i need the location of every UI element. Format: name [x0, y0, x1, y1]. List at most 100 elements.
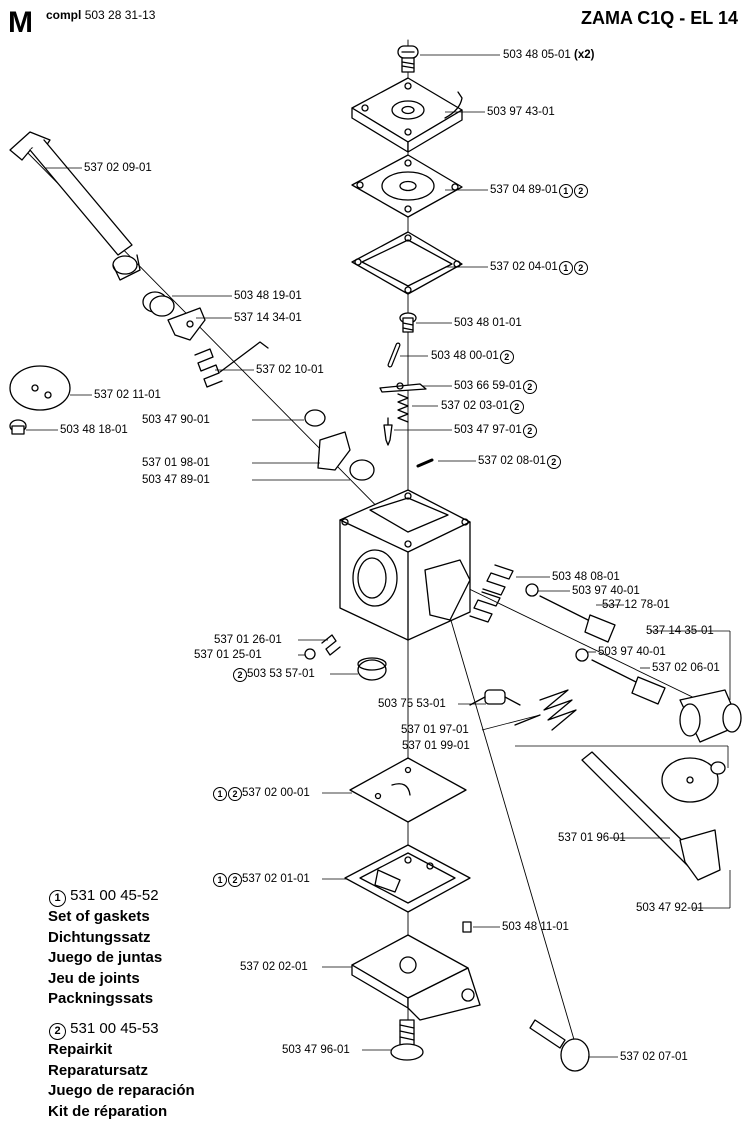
part-number: 503 97 40-01 [572, 585, 640, 597]
part-label-503-48-01-01: 503 48 01-01 [454, 317, 522, 330]
part-number: 537 02 00-01 [242, 787, 310, 799]
part-label-503-48-19-01: 503 48 19-01 [234, 290, 302, 303]
part-label-537-01-96-01: 537 01 96-01 [558, 832, 626, 845]
kit-2-name-de: Reparatursatz [48, 1061, 195, 1082]
part-number: 503 48 08-01 [552, 571, 620, 583]
part-label-537-12-78-01: 537 12 78-01 [602, 599, 670, 612]
part-quantity: (x2) [574, 49, 594, 61]
kit-marker: 1 [559, 184, 573, 198]
kit-marker: 2 [510, 400, 524, 414]
part-label-503-48-08-01: 503 48 08-01 [552, 571, 620, 584]
part-label-537-01-26-01: 537 01 26-01 [214, 634, 282, 647]
part-label-537-14-34-01: 537 14 34-01 [234, 312, 302, 325]
part-number: 537 02 01-01 [242, 873, 310, 885]
part-label-503-47-96-01: 503 47 96-01 [282, 1044, 350, 1057]
part-number: 537 02 03-01 [441, 400, 509, 412]
part-label-503-47-89-01: 503 47 89-01 [142, 474, 210, 487]
part-number: 503 47 90-01 [142, 414, 210, 426]
part-number: 537 02 07-01 [620, 1051, 688, 1063]
part-number: 537 04 89-01 [490, 184, 558, 196]
kit-marker: 2 [233, 668, 247, 682]
part-number: 503 48 18-01 [60, 424, 128, 436]
part-number: 537 02 10-01 [256, 364, 324, 376]
kit-marker: 2 [574, 184, 588, 198]
part-label-537-02-09-01: 537 02 09-01 [84, 162, 152, 175]
part-number: 503 75 53-01 [378, 698, 446, 710]
kit-1-name-de: Dichtungssatz [48, 928, 162, 949]
part-number: 503 48 19-01 [234, 290, 302, 302]
kit-1-name-es: Juego de juntas [48, 948, 162, 969]
part-number: 537 02 06-01 [652, 662, 720, 674]
part-label-503-97-40-01: 503 97 40-01 [598, 646, 666, 659]
part-label-503-97-43-01: 503 97 43-01 [487, 106, 555, 119]
part-number: 503 97 43-01 [487, 106, 555, 118]
part-label-503-48-05-01: 503 48 05-01 (x2) [503, 49, 594, 62]
part-label-503-47-92-01: 503 47 92-01 [636, 902, 704, 915]
part-label-537-02-07-01: 537 02 07-01 [620, 1051, 688, 1064]
part-label-503-48-18-01: 503 48 18-01 [60, 424, 128, 437]
kit-marker: 2 [228, 787, 242, 801]
part-number: 537 02 09-01 [84, 162, 152, 174]
part-label-503-75-53-01: 503 75 53-01 [378, 698, 446, 711]
part-number: 503 97 40-01 [598, 646, 666, 658]
kit-marker: 1 [213, 787, 227, 801]
part-label-537-01-98-01: 537 01 98-01 [142, 457, 210, 470]
part-label-537-02-10-01: 537 02 10-01 [256, 364, 324, 377]
part-number: 537 02 04-01 [490, 261, 558, 273]
part-label-537-14-35-01: 537 14 35-01 [646, 625, 714, 638]
kit-1-name-en: Set of gaskets [48, 907, 162, 928]
part-number: 503 66 59-01 [454, 380, 522, 392]
part-label-503-47-90-01: 503 47 90-01 [142, 414, 210, 427]
part-number: 503 47 96-01 [282, 1044, 350, 1056]
part-number: 537 01 96-01 [558, 832, 626, 844]
kit-2-name-es: Juego de reparación [48, 1081, 195, 1102]
part-label-537-02-06-01: 537 02 06-01 [652, 662, 720, 675]
part-number: 537 01 97-01 [401, 724, 469, 736]
part-number: 537 02 02-01 [240, 961, 308, 973]
part-label-503-48-11-01: 503 48 11-01 [502, 921, 569, 934]
kit-1-legend: 1 531 00 45-52 Set of gaskets Dichtungss… [48, 886, 162, 1010]
kit-marker: 2 [228, 873, 242, 887]
kit-2-name-en: Repairkit [48, 1040, 195, 1061]
kit-2-number-line: 2 531 00 45-53 [48, 1019, 195, 1040]
part-number: 537 01 25-01 [194, 649, 262, 661]
kit-marker: 2 [574, 261, 588, 275]
kit-marker: 1 [213, 873, 227, 887]
part-label-537-01-97-01: 537 01 97-01 [401, 724, 469, 737]
part-number: 503 47 92-01 [636, 902, 704, 914]
kit-1-name-fr: Jeu de joints [48, 969, 162, 990]
part-number: 503 47 97-01 [454, 424, 522, 436]
kit-marker: 2 [523, 424, 537, 438]
part-number: 537 14 34-01 [234, 312, 302, 324]
kit-marker: 2 [500, 350, 514, 364]
part-number: 537 02 11-01 [94, 389, 161, 401]
part-number: 503 48 11-01 [502, 921, 569, 933]
part-number: 537 12 78-01 [602, 599, 670, 611]
part-label-537-01-25-01: 537 01 25-01 [194, 649, 262, 662]
kit-marker: 2 [547, 455, 561, 469]
kit-2-name-fr: Kit de réparation [48, 1102, 195, 1122]
kit-marker: 1 [559, 261, 573, 275]
part-number: 537 02 08-01 [478, 455, 546, 467]
part-number: 537 01 26-01 [214, 634, 282, 646]
part-label-537-02-11-01: 537 02 11-01 [94, 389, 161, 402]
part-number: 537 01 99-01 [402, 740, 470, 752]
part-number: 503 48 05-01 [503, 49, 571, 61]
part-number: 503 53 57-01 [247, 668, 315, 680]
part-number: 537 01 98-01 [142, 457, 210, 469]
part-label-537-01-99-01: 537 01 99-01 [402, 740, 470, 753]
part-number: 537 14 35-01 [646, 625, 714, 637]
part-number: 503 48 01-01 [454, 317, 522, 329]
part-number: 503 47 89-01 [142, 474, 210, 486]
